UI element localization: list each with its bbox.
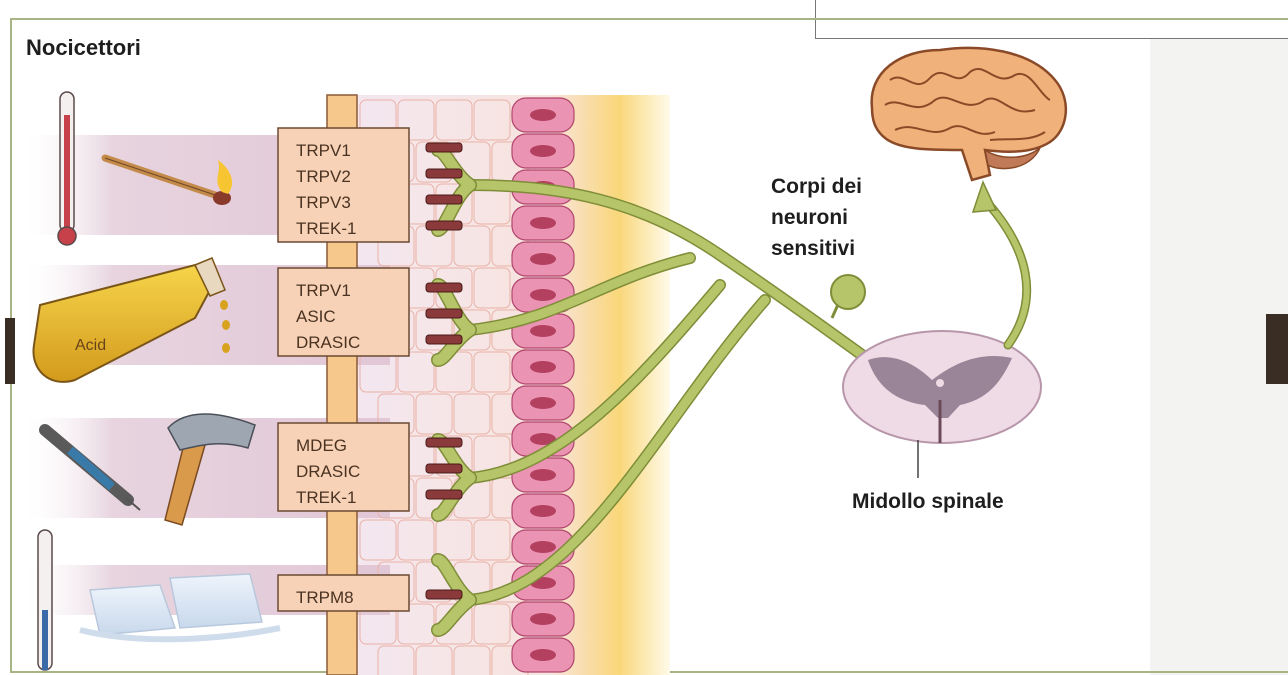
ion-channel	[426, 590, 462, 599]
ion-channel	[426, 143, 462, 152]
receptor-label: TRPM8	[296, 588, 354, 607]
receptor-label: MDEG	[296, 436, 347, 455]
receptor-label: DRASIC	[296, 462, 360, 481]
thermometer-cold-icon	[38, 530, 52, 670]
receptor-label: DRASIC	[296, 333, 360, 352]
diagram-title: Nocicettori	[26, 35, 141, 60]
ion-channel	[426, 169, 462, 178]
receptor-label: TRPV1	[296, 141, 351, 160]
receptor-label: TRPV3	[296, 193, 351, 212]
ion-channel	[426, 490, 462, 499]
ion-channel	[426, 464, 462, 473]
receptor-label: ASIC	[296, 307, 336, 326]
ion-channel	[426, 221, 462, 230]
brain-illustration	[872, 48, 1066, 180]
spinal-cord-label: Midollo spinale	[852, 490, 1004, 513]
receptor-label: TREK-1	[296, 219, 356, 238]
receptor-label: TRPV1	[296, 281, 351, 300]
ion-channel	[426, 195, 462, 204]
svg-text:neuroni: neuroni	[771, 206, 848, 229]
ion-channel	[426, 335, 462, 344]
receptor-label: TRPV2	[296, 167, 351, 186]
thermometer-hot-icon	[58, 92, 76, 245]
ion-channel	[426, 283, 462, 292]
receptor-label: TREK-1	[296, 488, 356, 507]
cell-bodies-label: Corpi dei neuroni sensitivi	[771, 175, 862, 260]
sensory-cell-body	[831, 275, 865, 318]
svg-text:Corpi dei: Corpi dei	[771, 175, 862, 198]
flask-label: Acid	[75, 337, 106, 354]
ascending-pathway	[973, 182, 1027, 345]
ion-channel	[426, 309, 462, 318]
svg-text:sensitivi: sensitivi	[771, 237, 855, 260]
ion-channel	[426, 438, 462, 447]
